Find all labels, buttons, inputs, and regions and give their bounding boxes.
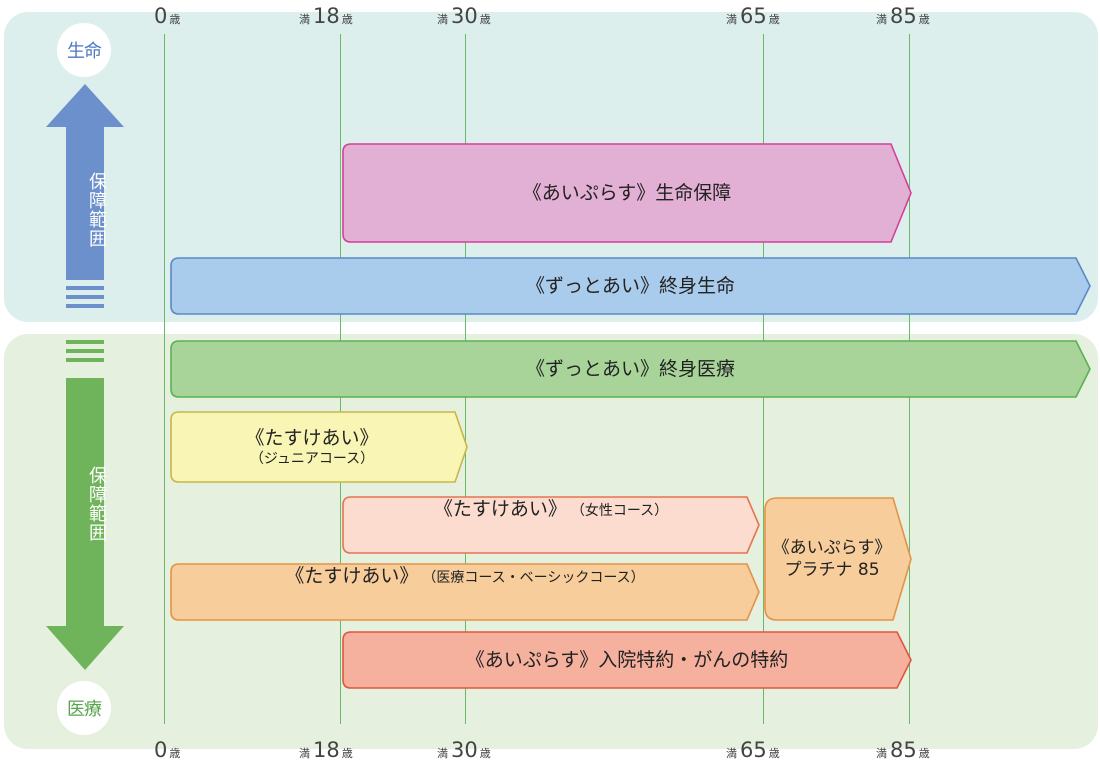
bar-sublabel: （医療コース・ベーシックコース）	[422, 570, 645, 586]
bar-shape	[764, 497, 912, 621]
tick-number: 0	[154, 738, 168, 762]
tick-prefix: 満	[299, 13, 310, 26]
tick-suffix: 歳	[918, 747, 930, 760]
tick-number: 18	[313, 738, 340, 762]
bar-zuttoai-lifelong-life: 《ずっとあい》終身生命	[170, 257, 1091, 315]
bar-shape	[342, 631, 912, 689]
tick-number: 18	[313, 4, 340, 28]
tick-prefix: 満	[726, 747, 737, 760]
up-arrow-icon	[46, 84, 124, 308]
tick-prefix: 満	[437, 747, 448, 760]
tick-suffix: 歳	[169, 13, 181, 26]
life-label-circle: 生命	[57, 23, 111, 77]
bar-label: 《ずっとあい》終身医療	[525, 357, 735, 380]
tick-number: 65	[740, 4, 767, 28]
medical-coverage-arrow: 保障範囲	[46, 340, 124, 670]
tick-number: 30	[451, 738, 478, 762]
tick-number: 85	[890, 4, 917, 28]
tick-prefix: 満	[876, 13, 887, 26]
life-coverage-range-label: 保障範囲	[86, 172, 107, 248]
bar-shape	[342, 496, 760, 554]
bar-shape	[170, 563, 760, 621]
down-arrow-icon	[46, 340, 124, 670]
bar-aiplus-platinum85: 《あいぷらす》 プラチナ 85	[764, 497, 912, 621]
bar-aiplus-life-guarantee: 《あいぷらす》生命保障	[342, 143, 912, 243]
tick-number: 65	[740, 738, 767, 762]
bar-sublabel: （女性コース）	[570, 503, 669, 519]
medical-coverage-range-label: 保障範囲	[86, 466, 107, 542]
bar-tasukeai-junior: 《たすけあい》 （ジュニアコース）	[170, 411, 468, 483]
tick-suffix: 歳	[918, 13, 930, 26]
bar-label: 《あいぷらす》生命保障	[522, 181, 732, 204]
bar-label-line2: プラチナ 85	[784, 560, 880, 580]
bar-label: 《たすけあい》	[433, 498, 567, 520]
life-label: 生命	[67, 41, 102, 62]
tick-suffix: 歳	[169, 747, 181, 760]
tick-suffix: 歳	[768, 747, 780, 760]
bar-shape	[170, 257, 1091, 315]
bar-label: 《たすけあい》	[245, 426, 379, 449]
tick-suffix: 歳	[341, 13, 353, 26]
bar-zuttoai-lifelong-medical: 《ずっとあい》終身医療	[170, 340, 1091, 398]
bar-tasukeai-women: 《たすけあい》 （女性コース）	[342, 496, 760, 554]
bar-label: 《たすけあい》	[285, 565, 419, 587]
bar-label: 《あいぷらす》	[772, 537, 892, 558]
tick-suffix: 歳	[479, 13, 491, 26]
tick-number: 0	[154, 4, 168, 28]
tick-prefix: 満	[437, 13, 448, 26]
tick-suffix: 歳	[341, 747, 353, 760]
tick-prefix: 満	[299, 747, 310, 760]
medical-label-circle: 医療	[57, 681, 111, 735]
bar-sublabel: （ジュニアコース）	[249, 451, 375, 468]
tick-suffix: 歳	[768, 13, 780, 26]
tick-prefix: 満	[726, 13, 737, 26]
tick-number: 30	[451, 4, 478, 28]
tick-number: 85	[890, 738, 917, 762]
bar-shape	[170, 340, 1091, 398]
life-coverage-arrow: 保障範囲	[46, 84, 124, 316]
bar-label: 《あいぷらす》入院特約・がんの特約	[465, 648, 789, 671]
medical-label: 医療	[67, 699, 102, 720]
bar-shape	[342, 143, 912, 243]
age-line-0	[164, 34, 165, 724]
bar-aiplus-hospital-cancer-rider: 《あいぷらす》入院特約・がんの特約	[342, 631, 912, 689]
tick-prefix: 満	[876, 747, 887, 760]
tick-suffix: 歳	[479, 747, 491, 760]
bar-tasukeai-medical-basic: 《たすけあい》 （医療コース・ベーシックコース）	[170, 563, 760, 621]
bar-shape	[170, 411, 468, 483]
bar-label: 《ずっとあい》終身生命	[525, 274, 735, 297]
